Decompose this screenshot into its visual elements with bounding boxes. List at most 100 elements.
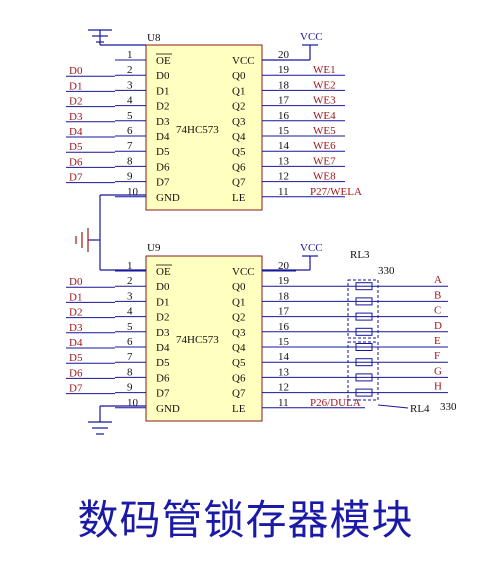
u8-net-D0: D0 (69, 65, 83, 77)
u9-pin-num-13: 13 (278, 366, 290, 378)
u9-net-A: A (434, 274, 442, 286)
u9-net-D4: D4 (69, 337, 83, 349)
resistor-network-rl4 (347, 341, 379, 401)
u8-pin-name-10: GND (156, 192, 180, 204)
u8-pin-num-20: 20 (278, 49, 290, 61)
u8-pin-num-19: 19 (278, 64, 290, 76)
rl4-value: 330 (440, 401, 457, 413)
u9-pin-name-15: Q4 (232, 342, 246, 354)
u9-body (145, 255, 263, 422)
u8-net-D3: D3 (69, 111, 83, 123)
u9-part: 74HC573 (176, 334, 219, 346)
rl4-lead (377, 404, 409, 409)
rl4-ref: RL4 (410, 403, 430, 415)
u9-pin-name-5: D3 (156, 327, 170, 339)
u9-net-D0: D0 (69, 276, 83, 288)
u9-pin-num-18: 18 (278, 290, 290, 302)
u8-pin-num-6: 6 (127, 125, 133, 137)
u9-net-H: H (434, 381, 442, 393)
u9-net-E: E (434, 335, 441, 347)
u9-net-P26/DULA: P26/DULA (310, 397, 361, 409)
u9-pin-name-12: Q7 (232, 388, 246, 400)
u8-pin-name-4: D2 (156, 101, 169, 113)
u9-net-D6: D6 (69, 367, 83, 379)
u9-pin-num-3: 3 (127, 290, 133, 302)
u9-pin-name-16: Q3 (232, 327, 246, 339)
ground-icon (88, 29, 146, 46)
u8-pin-name-19: Q0 (232, 70, 246, 82)
resistor-network-rl3 (347, 279, 379, 339)
u8-pin-name-15: Q4 (232, 131, 246, 143)
u8-pin-num-16: 16 (278, 110, 290, 122)
u8-pin-num-10: 10 (127, 186, 139, 198)
u9-pin-name-9: D7 (156, 388, 170, 400)
resistor-element (355, 312, 373, 321)
u8-net-D1: D1 (69, 80, 82, 92)
u8-pin-name-2: D0 (156, 70, 170, 82)
u9-vcc-label: VCC (300, 242, 323, 254)
u9-pin-num-11: 11 (278, 397, 289, 409)
u9-pin-name-20: VCC (232, 266, 255, 278)
u8-net-WE1: WE1 (313, 64, 336, 76)
u8-pin-name-11: LE (232, 192, 246, 204)
u9-pin-num-7: 7 (127, 351, 133, 363)
u8-net-D2: D2 (69, 96, 82, 108)
resistor-element (355, 373, 373, 382)
module-caption: 数码管锁存器模块 (77, 496, 414, 544)
u9-pin-name-17: Q2 (232, 312, 245, 324)
ground-side-icon (75, 228, 89, 252)
u8-net-WE4: WE4 (313, 110, 336, 122)
resistor-element (355, 297, 373, 306)
u8-part: 74HC573 (176, 124, 219, 136)
u8-pin-num-7: 7 (127, 140, 133, 152)
rl3-value: 330 (378, 265, 395, 277)
u9-net-C: C (434, 305, 441, 317)
u9-net-D7: D7 (69, 383, 83, 395)
u8-pin-name-12: Q7 (232, 177, 246, 189)
u9-net-D2: D2 (69, 307, 82, 319)
u9-pin-name-4: D2 (156, 312, 169, 324)
u8-net-WE3: WE3 (313, 95, 336, 107)
u9-pin-name-7: D5 (156, 357, 170, 369)
resistor-element (355, 343, 373, 351)
u8-net-D7: D7 (69, 172, 83, 184)
u9-pin-num-19: 19 (278, 275, 290, 287)
u9-pin-name-6: D4 (156, 342, 170, 354)
u8-pin-name-14: Q5 (232, 146, 246, 158)
resistor-element (355, 358, 373, 367)
rl3-ref: RL3 (350, 249, 370, 261)
u8-pin-num-17: 17 (278, 95, 290, 107)
u8-pin-num-18: 18 (278, 79, 290, 91)
u9-pin-num-17: 17 (278, 306, 290, 318)
u9-pin-num-12: 12 (278, 382, 289, 394)
u8-pin-name-6: D4 (156, 131, 170, 143)
u8-pin-num-14: 14 (278, 140, 290, 152)
u9-ref: U9 (147, 242, 161, 254)
u9-pin-name-1: OE (156, 266, 171, 278)
u8-pin-name-20: VCC (232, 55, 255, 67)
u8-pin-num-11: 11 (278, 186, 289, 198)
u8-net-D6: D6 (69, 156, 83, 168)
vcc-icon (262, 44, 318, 271)
u8-pin-num-5: 5 (127, 110, 133, 122)
u8-pin-name-17: Q2 (232, 101, 245, 113)
u9-net-D3: D3 (69, 322, 83, 334)
u8-net-WE7: WE7 (313, 155, 336, 167)
u8-pin-num-13: 13 (278, 155, 290, 167)
u8-pin-name-8: D6 (156, 161, 170, 173)
u9-pin-num-14: 14 (278, 351, 290, 363)
u9-pin-name-13: Q6 (232, 372, 246, 384)
u9-net-D5: D5 (69, 352, 83, 364)
u9-pin-name-3: D1 (156, 296, 169, 308)
u9-pin-num-16: 16 (278, 321, 290, 333)
u8-pin-name-3: D1 (156, 85, 169, 97)
u9-pin-num-2: 2 (127, 275, 133, 287)
u9-pin-name-19: Q0 (232, 281, 246, 293)
u8-body (145, 44, 263, 211)
u9-pin-name-14: Q5 (232, 357, 246, 369)
u9-pin-num-1: 1 (127, 260, 133, 272)
u9-pin-num-4: 4 (127, 306, 133, 318)
u8-ref: U8 (147, 32, 161, 44)
